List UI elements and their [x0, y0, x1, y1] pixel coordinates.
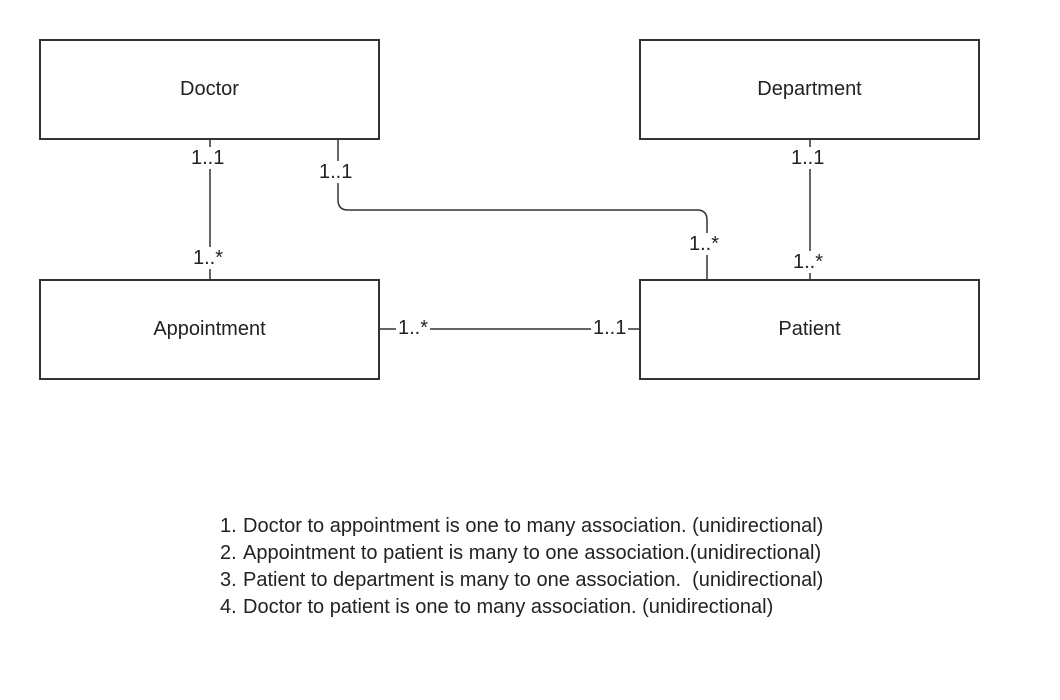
mult-appointment-patient-patient-end: 1..1 — [591, 317, 629, 339]
notes-list: 1. Doctor to appointment is one to many a… — [220, 513, 823, 621]
entity-patient: Patient — [639, 279, 980, 380]
mult-doctor-patient-doctor-end: 1..1 — [319, 161, 353, 183]
mult-department-patient-patient-end: 1..* — [793, 251, 824, 273]
note-text: Doctor to appointment is one to many ass… — [243, 515, 824, 537]
entity-appointment: Appointment — [39, 279, 380, 380]
note-item: 2. Appointment to patient is many to one … — [220, 540, 823, 567]
note-number: 2. — [220, 542, 237, 564]
mult-doctor-appointment-appointment-end: 1..* — [193, 247, 224, 269]
note-number: 4. — [220, 596, 237, 618]
entity-appointment-label: Appointment — [153, 318, 266, 340]
entity-patient-label: Patient — [778, 318, 841, 340]
entity-department: Department — [639, 39, 980, 140]
line-doctor-patient — [337, 140, 708, 280]
note-number: 3. — [220, 569, 237, 591]
note-item: 3. Patient to department is many to one a… — [220, 567, 823, 594]
note-number: 1. — [220, 515, 237, 537]
mult-department-patient-department-end: 1..1 — [791, 147, 825, 169]
mult-doctor-appointment-doctor-end: 1..1 — [191, 147, 225, 169]
note-text: Doctor to patient is one to many associa… — [243, 596, 774, 618]
entity-doctor-label: Doctor — [180, 78, 239, 100]
entity-doctor: Doctor — [39, 39, 380, 140]
note-text: Patient to department is many to one ass… — [243, 569, 824, 591]
mult-appointment-patient-appointment-end: 1..* — [396, 317, 431, 339]
mult-doctor-patient-patient-end: 1..* — [689, 233, 720, 255]
note-text: Appointment to patient is many to one as… — [243, 542, 822, 564]
note-item: 4. Doctor to patient is one to many assoc… — [220, 594, 823, 621]
note-item: 1. Doctor to appointment is one to many a… — [220, 513, 823, 540]
entity-department-label: Department — [757, 78, 862, 100]
